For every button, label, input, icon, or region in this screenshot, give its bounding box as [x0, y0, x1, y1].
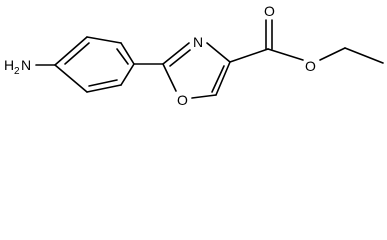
oxazole-ring — [162, 42, 231, 99]
benzene-bond-3 — [120, 42, 135, 65]
chemical-structure-diagram: H 2 N N O O — [4, 3, 384, 108]
oxazole-c5-o1-bond — [191, 94, 217, 99]
benzene-bond-4 — [120, 63, 135, 86]
oxazole-n-label: N — [193, 34, 203, 50]
benzene-bond-5 — [86, 84, 122, 93]
amine-group-label: H 2 N — [4, 57, 31, 77]
oxazole-o-label: O — [177, 92, 188, 108]
benzene-bond-1 — [54, 36, 88, 66]
carbonyl-o-label: O — [264, 3, 275, 19]
carbonyl-ester-o-bond — [267, 48, 304, 61]
benzene-double-bond-3 — [88, 79, 118, 87]
amine-n-label: N — [21, 57, 31, 73]
amine-h-count-label: 2 — [14, 66, 20, 77]
benzene-double-bond-2 — [116, 48, 129, 65]
ester-o-label: O — [305, 58, 316, 74]
benzene-bond-6 — [54, 64, 88, 93]
benzene-bond-2 — [86, 36, 122, 44]
oxazole-c4-c5-double-bond — [211, 65, 225, 93]
oxazole-n3-c4-bond — [206, 42, 231, 63]
ester-o-ch2-bond — [319, 47, 346, 61]
oxazole-c2-n3-bond — [162, 42, 190, 65]
oxazole-c2-n3-double-bond — [169, 49, 191, 67]
amine-h-label: H — [4, 57, 14, 73]
benzene-double-bond-1 — [64, 42, 90, 65]
ethyl-ch2-ch3-bond — [344, 47, 384, 64]
benzene-ring — [54, 36, 135, 93]
oxazole-c4-c5-bond — [215, 61, 231, 96]
oxazole-o1-c2-bond — [162, 63, 177, 92]
c4-carbonyl-bond — [229, 48, 269, 63]
